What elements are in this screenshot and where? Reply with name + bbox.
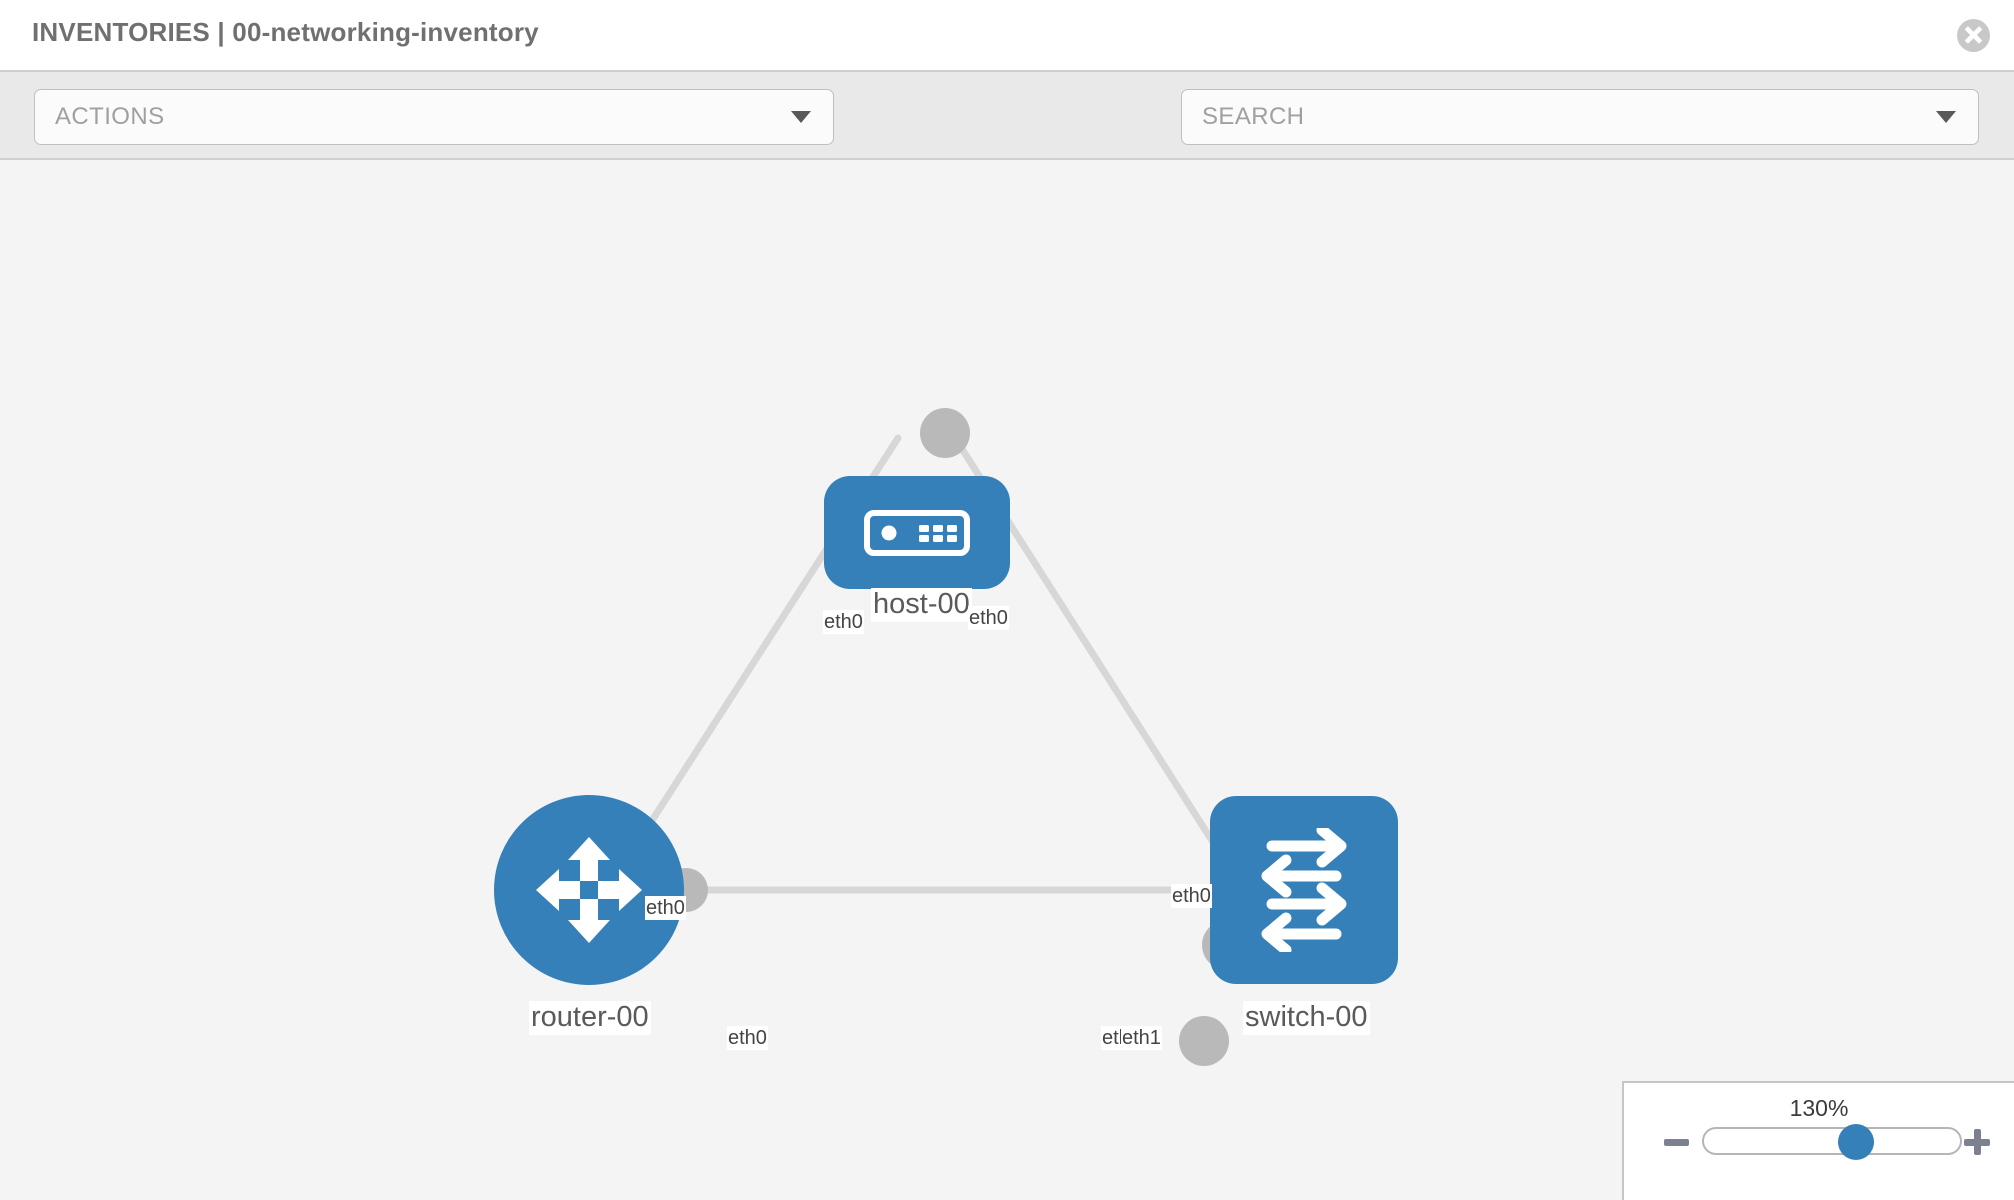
search-input[interactable]: SEARCH <box>1181 89 1979 145</box>
node-switch-00[interactable] <box>1210 796 1398 984</box>
port-label-host-right: eth0 <box>968 606 1009 630</box>
node-host-00[interactable] <box>824 476 1010 589</box>
zoom-control-panel: 130% <box>1622 1081 2014 1200</box>
search-placeholder: SEARCH <box>1202 103 1305 130</box>
node-label-switch-00: switch-00 <box>1243 1001 1370 1035</box>
node-router-00[interactable] <box>494 795 684 985</box>
port-nub-switch-left[interactable] <box>1179 1016 1229 1066</box>
port-label-router-right: eth0 <box>727 1026 768 1050</box>
topology-canvas[interactable]: host-00 eth0 eth0 router-00 eth0 eth0 <box>0 160 2014 1200</box>
actions-dropdown[interactable]: ACTIONS <box>34 89 834 145</box>
chevron-down-icon <box>1936 111 1956 123</box>
chevron-down-icon <box>791 111 811 123</box>
server-icon <box>864 509 970 556</box>
port-label-host-left: eth0 <box>823 610 864 634</box>
zoom-level-label: 130% <box>1789 1095 1849 1121</box>
switch-arrows-icon <box>1261 828 1347 952</box>
port-label-switch-up: eth0 <box>1171 884 1212 908</box>
plus-icon[interactable] <box>1964 1129 1990 1155</box>
page-title: INVENTORIES | 00-networking-inventory <box>32 17 539 47</box>
topology-links <box>613 434 1236 894</box>
port-nub-host-bottom[interactable] <box>920 408 970 458</box>
close-icon[interactable] <box>1957 19 1990 52</box>
zoom-slider-thumb[interactable] <box>1838 1124 1874 1160</box>
node-label-host-00: host-00 <box>871 588 972 622</box>
page-header: INVENTORIES | 00-networking-inventory <box>0 0 2014 70</box>
zoom-slider[interactable] <box>1702 1124 1962 1160</box>
minus-icon[interactable] <box>1664 1139 1689 1146</box>
actions-dropdown-label: ACTIONS <box>55 103 165 130</box>
port-label-router-up: eth0 <box>645 896 686 920</box>
port-label-switch-left-b: eth1 <box>1121 1026 1162 1050</box>
toolbar: ACTIONS SEARCH <box>0 70 2014 198</box>
router-arrows-icon <box>536 837 642 943</box>
node-label-router-00: router-00 <box>529 1001 651 1035</box>
